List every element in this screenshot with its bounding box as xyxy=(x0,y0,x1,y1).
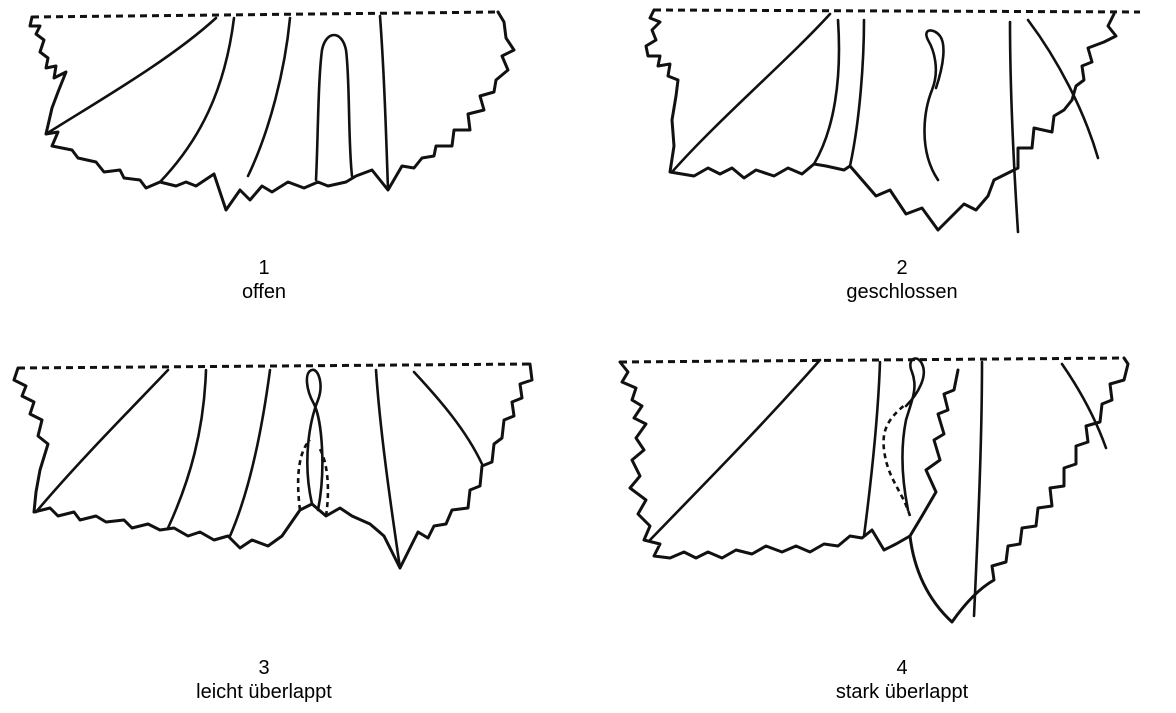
leaf-outline xyxy=(28,10,516,212)
vein-midrib xyxy=(1008,20,1020,234)
leaf-outline xyxy=(12,362,534,570)
figure-number: 2 xyxy=(896,257,908,279)
vein-left xyxy=(648,358,822,542)
vein-left-inner xyxy=(166,368,208,530)
vein-left xyxy=(670,12,832,174)
caption-3: 3 leicht überlappt xyxy=(134,656,394,704)
leaf-outline xyxy=(644,8,1118,232)
caption-4: 4 stark überlappt xyxy=(772,656,1032,704)
vein-right xyxy=(1060,362,1108,450)
vein-left-inner xyxy=(862,360,882,538)
sinus-hidden-edge xyxy=(882,402,912,517)
figure-number: 1 xyxy=(258,257,270,279)
sinus-hidden-edge-right xyxy=(316,445,330,517)
vein-left-inner xyxy=(812,18,841,166)
sinus-loop xyxy=(923,29,945,182)
leaf-sinus-strongly-overlapping-drawing xyxy=(618,356,1130,624)
vein-right xyxy=(1026,18,1100,160)
caption-2: 2 geschlossen xyxy=(802,256,1002,304)
figure-number: 3 xyxy=(258,657,270,679)
leaf-sinus-slightly-overlapping-drawing xyxy=(12,362,534,570)
figure-number: 4 xyxy=(896,657,908,679)
sinus-visible-edge xyxy=(305,368,324,512)
vein-center-left xyxy=(228,368,272,538)
petiole-baseline xyxy=(653,8,1141,14)
caption-1: 1 offen xyxy=(164,256,364,304)
vein-midrib xyxy=(378,14,390,192)
petiole-baseline xyxy=(31,10,501,19)
sinus-closed-loop-edge xyxy=(848,18,866,168)
figure-3: 3 leicht überlappt xyxy=(0,340,588,713)
petiole-baseline xyxy=(17,362,531,370)
figure-label: leicht überlappt xyxy=(196,681,332,703)
petiole-baseline xyxy=(619,356,1125,364)
vein-midrib xyxy=(374,368,402,570)
leaf-outline-right xyxy=(908,356,1130,624)
figure-label: stark überlappt xyxy=(835,681,969,703)
figure-4: 4 stark überlappt xyxy=(588,340,1176,713)
leaf-outline xyxy=(618,360,960,560)
figure-2: 2 geschlossen xyxy=(588,0,1176,320)
sinus-hidden-edge xyxy=(296,439,311,511)
vein-midrib xyxy=(972,360,984,618)
vein-left xyxy=(44,16,218,136)
sinus-loop xyxy=(901,357,926,512)
sinus-open-u xyxy=(314,33,354,182)
figure-label: geschlossen xyxy=(846,281,958,303)
vein-left-inner xyxy=(158,16,236,184)
vein-center-left xyxy=(246,16,292,178)
vein-right xyxy=(412,370,484,466)
leaf-sinus-closed-drawing xyxy=(644,8,1141,234)
leaf-sinus-open-drawing xyxy=(28,10,516,212)
figure-1: 1 offen xyxy=(0,0,588,320)
figure-label: offen xyxy=(241,281,287,303)
vein-left xyxy=(34,368,170,514)
